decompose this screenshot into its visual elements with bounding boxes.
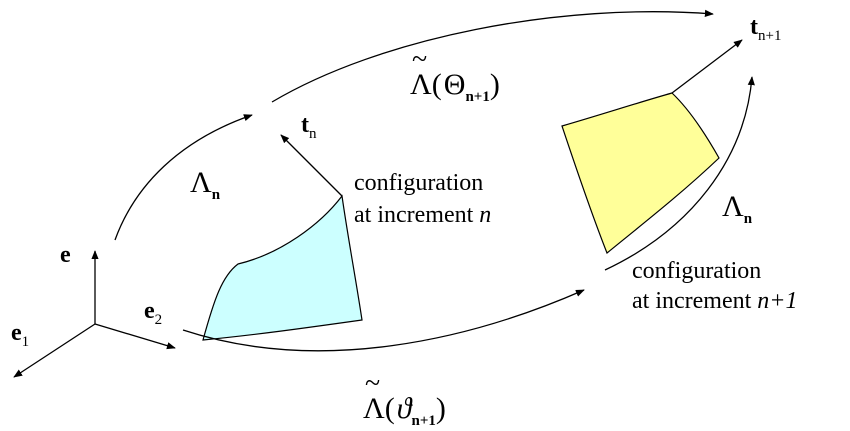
axis-e1 [13,323,96,378]
map-top-symbol: Λ(Θn+1) [410,68,500,105]
svg-text:~: ~ [365,368,380,399]
tangent-n-arrow [280,134,343,197]
map-bottom-symbol: Λ(ϑn+1) [363,392,446,429]
caption-config-n-line2: at increment n [354,202,491,228]
axis-e2 [94,323,176,350]
arc-lambda-n-left [114,114,253,241]
arc-map-top [271,9,714,103]
label-t-n: tn [301,112,317,142]
label-e1: e1 [11,320,29,350]
label-lambda-right: Λn [722,190,753,227]
label-e2: e2 [144,298,162,328]
label-lambda-left: Λn [190,166,221,203]
caption-config-n1-line2: at increment n+1 [632,288,797,314]
caption-config-n-line1: configuration [354,170,483,196]
basis-axes [13,250,176,378]
tangent-n1-arrow [671,39,743,94]
arc-lambda-n-right [604,76,755,271]
label-e: e [60,242,71,268]
label-map-bottom: ~ Λ(ϑn+1) [363,368,446,429]
svg-text:~: ~ [412,44,427,75]
caption-config-n1-line1: configuration [632,258,761,284]
label-t-n1: tn+1 [750,14,781,44]
label-map-top: ~ Λ(Θn+1) [410,44,500,105]
patch-increment-n1 [561,92,720,254]
arc-map-bottom [182,289,585,352]
patch-increment-n [202,194,363,341]
